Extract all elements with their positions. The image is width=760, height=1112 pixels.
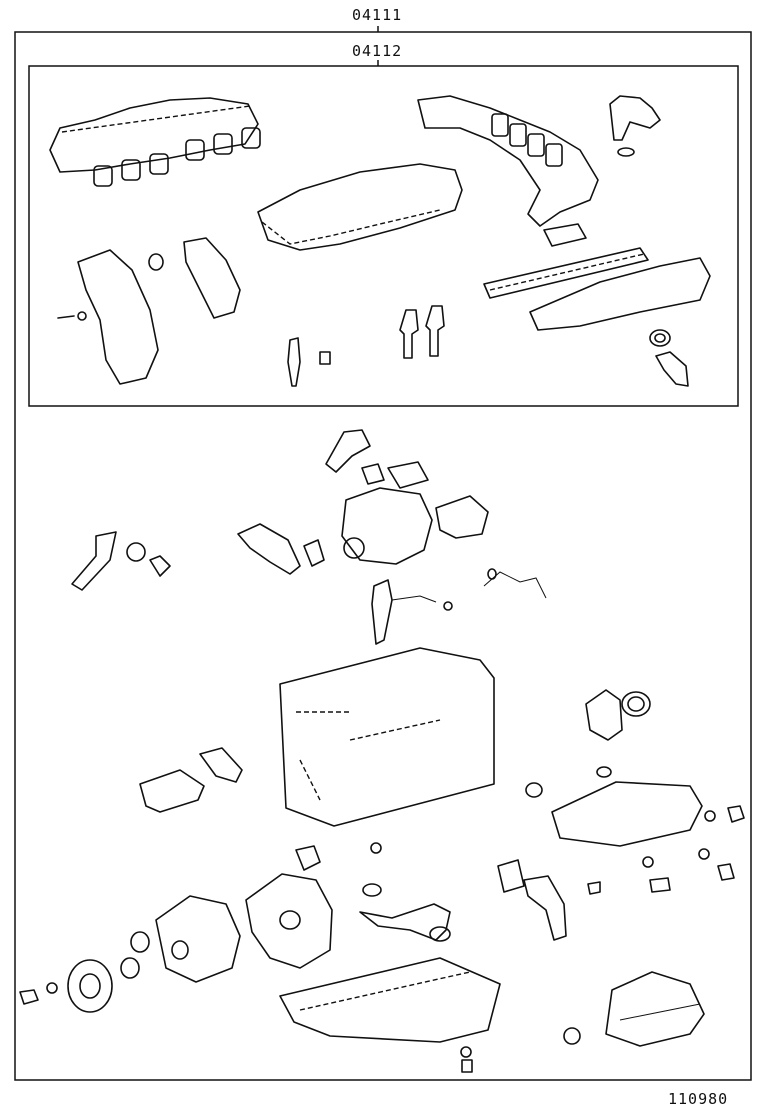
turbocharger-oil-pipe: [325, 429, 429, 489]
turbo-outlet-elbow: [237, 523, 325, 575]
valve-stem-seals: [399, 305, 445, 359]
small-bolts-right: [587, 848, 735, 895]
water-hose-left: [71, 531, 171, 591]
cylinder-head-cover-gasket: [257, 163, 463, 251]
exhaust-manifold-gasket: [49, 97, 259, 173]
inner-kit-label: 04112: [352, 42, 403, 60]
oil-return-pipe: [483, 568, 547, 599]
figure-number: 110980: [668, 1090, 729, 1108]
outer-kit-frame: [14, 31, 752, 1081]
camshaft-seal-gaskets: [483, 247, 649, 299]
fuel-pump-gasket: [497, 859, 567, 941]
water-inlet-housing: [139, 747, 243, 813]
crankshaft-pulley: [19, 959, 113, 1013]
water-outlet-pipe: [609, 95, 661, 157]
oil-cooler: [525, 766, 745, 847]
intake-hose: [77, 249, 159, 385]
oil-pan: [279, 957, 501, 1073]
oil-filler-cap-seal: [649, 329, 689, 387]
cylinder-block: [279, 647, 495, 854]
oil-feed-pipe: [371, 579, 453, 645]
injection-pump-assembly: [563, 971, 705, 1047]
cylinder-head-cover: [529, 257, 711, 331]
manifold-port-gaskets: [93, 127, 261, 187]
outer-kit-label: 04111: [352, 6, 403, 24]
intake-manifold-gaskets: [417, 95, 599, 247]
small-seal-ring: [148, 253, 164, 271]
bolt-small: [57, 311, 87, 321]
crankshaft-rear-seal: [585, 689, 651, 741]
inner-kit-frame: [28, 65, 739, 407]
oil-strainer: [359, 883, 451, 942]
timing-cover-gasket: [183, 237, 241, 319]
oil-pump-gasket: [245, 845, 333, 969]
front-seals: [120, 931, 150, 979]
injection-nozzle: [287, 337, 331, 387]
turbocharger: [341, 487, 489, 565]
timing-gear-case: [155, 895, 241, 983]
